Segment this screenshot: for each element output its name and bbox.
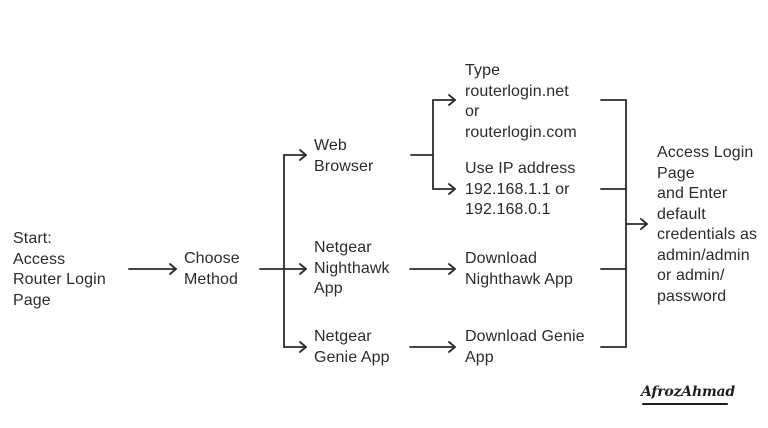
node-access-login-line: credentials as — [657, 226, 758, 243]
node-access-login-line: default — [657, 205, 706, 223]
node-download-genie: Download Genie App — [465, 327, 585, 368]
node-genie-app-line: Genie App — [314, 348, 390, 366]
node-choose-method-line: Choose — [184, 250, 240, 267]
node-access-login: Access Login Page and Enter default cred… — [657, 143, 757, 307]
node-download-genie-line: App — [465, 348, 494, 366]
node-type-url-line: Type — [465, 62, 501, 79]
node-access-login-line: Page — [657, 164, 695, 182]
node-download-genie-line: Download Genie — [465, 328, 585, 345]
node-type-url: Type routerlogin.net or routerlogin.com — [465, 61, 577, 143]
node-nighthawk-app-line: Nighthawk — [314, 259, 390, 277]
node-nighthawk-app-line: Netgear — [314, 239, 372, 256]
watermark-underline — [641, 403, 729, 405]
node-web-browser-line: Web — [314, 137, 347, 154]
watermark-text: AfrozAhmad — [641, 384, 736, 400]
node-use-ip-line: 192.168.1.1 or — [465, 180, 570, 198]
node-web-browser-line: Browser — [314, 157, 374, 175]
node-start-line: Router Login — [13, 271, 106, 288]
node-download-nighthawk: Download Nighthawk App — [465, 249, 573, 290]
node-download-nighthawk-line: Nighthawk App — [465, 270, 574, 288]
node-access-login-line: or admin/ — [657, 267, 725, 284]
node-access-login-line: and Enter — [657, 185, 728, 202]
node-nighthawk-app: Netgear Nighthawk App — [314, 238, 390, 300]
arrowhead-nighthawk-app — [299, 263, 307, 275]
arrowhead-use-ip — [448, 183, 456, 195]
node-web-browser: Web Browser — [314, 136, 373, 177]
node-use-ip-line: 192.168.0.1 — [465, 201, 551, 218]
arrowhead-choose — [169, 263, 177, 275]
node-nighthawk-app-line: App — [314, 280, 343, 297]
node-type-url-line: or — [465, 103, 480, 120]
node-access-login-line: admin/admin — [657, 246, 750, 264]
arrowhead-genie-app — [299, 341, 307, 353]
node-start-line: Page — [13, 291, 51, 309]
node-access-login-line: password — [657, 287, 727, 305]
node-choose-method: Choose Method — [184, 249, 240, 290]
node-type-url-line: routerlogin.net — [465, 82, 569, 100]
arrowhead-download-nighthawk — [448, 263, 456, 275]
node-download-nighthawk-line: Download — [465, 250, 537, 267]
node-use-ip-line: Use IP address — [465, 160, 576, 177]
arrowhead-web-browser — [299, 149, 307, 161]
arrowhead-type-url — [448, 94, 456, 106]
node-access-login-line: Access Login — [657, 144, 754, 161]
node-start-line: Start: — [13, 230, 52, 247]
node-start-line: Access — [13, 250, 66, 268]
node-type-url-line: routerlogin.com — [465, 123, 577, 141]
node-genie-app-line: Netgear — [314, 328, 372, 345]
node-use-ip: Use IP address 192.168.1.1 or 192.168.0.… — [465, 159, 576, 221]
watermark-logo: AfrozAhmad — [638, 382, 736, 408]
node-choose-method-line: Method — [184, 270, 238, 288]
node-genie-app: Netgear Genie App — [314, 327, 390, 368]
arrowhead-download-genie — [448, 341, 456, 353]
arrowhead-access-login — [640, 218, 648, 230]
node-start: Start: Access Router Login Page — [13, 229, 106, 311]
